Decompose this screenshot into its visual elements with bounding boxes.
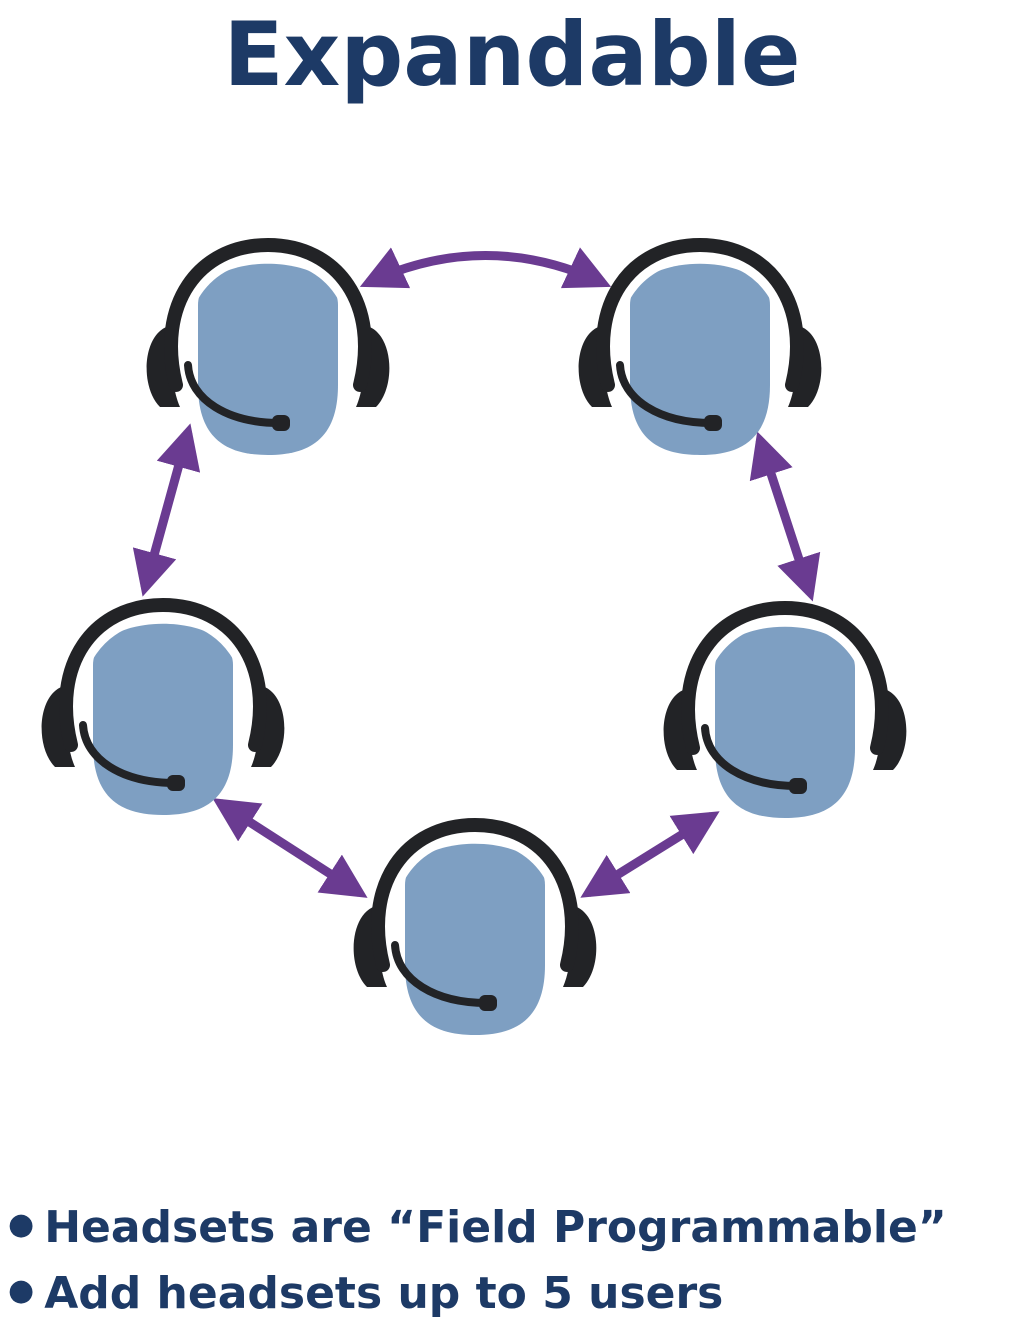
double-arrow-icon: [132, 423, 201, 597]
double-arrow-icon: [359, 247, 612, 289]
links-layer: [132, 247, 821, 898]
nodes-layer: [41, 237, 907, 1035]
bullet-text: Add headsets up to 5 users: [44, 1268, 724, 1319]
bullet-list: ● Headsets are “Field Programmable” ● Add …: [8, 1192, 1024, 1324]
headset-user-icon: [146, 237, 390, 455]
page-title: Expandable: [223, 3, 801, 106]
headset-user-icon: [578, 237, 822, 455]
bullet-dot-icon: ●: [8, 1207, 35, 1242]
headset-user-icon: [41, 597, 285, 815]
headset-user-icon: [353, 817, 597, 1035]
bullet-item: ● Headsets are “Field Programmable”: [8, 1192, 1024, 1258]
bullet-text: Headsets are “Field Programmable”: [44, 1202, 947, 1253]
double-arrow-icon: [212, 798, 368, 898]
double-arrow-icon: [580, 811, 720, 898]
bullet-dot-icon: ●: [8, 1273, 35, 1308]
headset-user-icon: [663, 600, 907, 818]
bullet-item: ● Add headsets up to 5 users: [8, 1258, 1024, 1324]
double-arrow-icon: [749, 431, 821, 602]
